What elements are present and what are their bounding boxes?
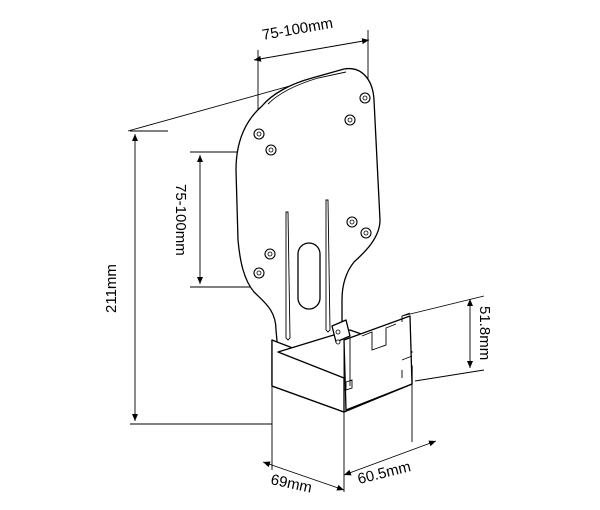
hole-inner-bottom-right bbox=[346, 216, 358, 228]
dimension-total-height: 211mm bbox=[103, 71, 341, 425]
depth-label: 51.8mm bbox=[476, 306, 493, 360]
dimension-depth: 51.8mm bbox=[401, 295, 493, 382]
mounting-holes bbox=[253, 92, 372, 279]
base-depth-label: 60.5mm bbox=[356, 458, 413, 488]
hole-top-right bbox=[359, 92, 371, 104]
hole-bottom-right bbox=[360, 227, 372, 239]
base-tray bbox=[271, 312, 413, 413]
hole-top-left bbox=[253, 128, 265, 140]
hole-inner-bottom-left bbox=[264, 248, 276, 260]
adjustment-slots bbox=[285, 199, 331, 341]
top-width-label: 75-100mm bbox=[261, 15, 335, 44]
base-width-label: 69mm bbox=[269, 471, 313, 496]
vertical-plate bbox=[235, 68, 381, 379]
total-height-label: 211mm bbox=[103, 264, 120, 313]
hole-spacing-label: 75-100mm bbox=[172, 184, 189, 256]
hole-bottom-left bbox=[253, 267, 265, 279]
hole-inner-top-left bbox=[265, 144, 277, 156]
hole-inner-top-right bbox=[344, 114, 356, 126]
